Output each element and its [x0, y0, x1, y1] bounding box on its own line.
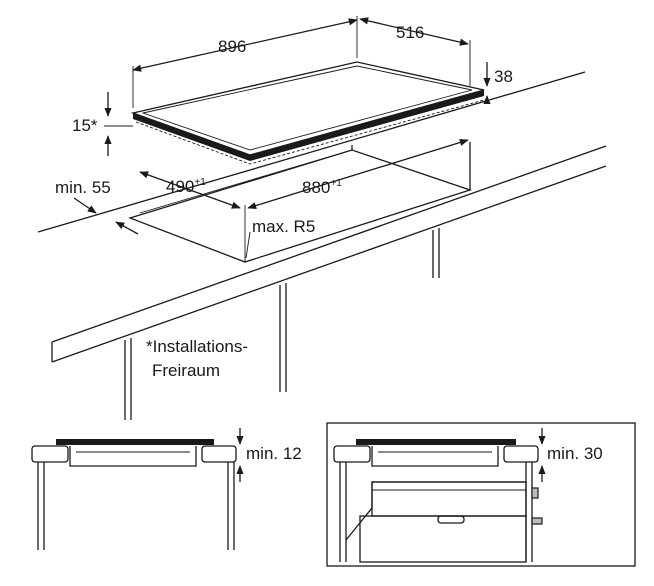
hob-top-view — [130, 61, 485, 165]
footnote: *Installations- Freiraum — [146, 337, 248, 380]
label-896: 896 — [218, 37, 246, 56]
label-min-55: min. 55 — [55, 178, 111, 197]
label-min-30: min. 30 — [547, 444, 603, 463]
dimension-15: 15* — [72, 92, 133, 156]
dimension-896: 896 — [132, 16, 358, 108]
note-line-1: *Installations- — [146, 337, 248, 356]
cabinet-legs — [124, 228, 440, 420]
note-line-2: Freiraum — [152, 361, 220, 380]
label-490: 490+1 — [166, 177, 206, 196]
label-38: 38 — [494, 67, 513, 86]
dimension-516: 516 — [359, 17, 471, 86]
label-min-12: min. 12 — [246, 444, 302, 463]
section-detail-min-12: min. 12 — [31, 428, 302, 550]
dimension-490: 490+1 — [139, 171, 241, 209]
label-880: 880+1 — [302, 178, 342, 197]
label-516: 516 — [396, 23, 424, 42]
dimension-min-55: min. 55 — [55, 178, 139, 235]
label-max-r5: max. R5 — [252, 217, 315, 236]
label-15: 15* — [72, 116, 98, 135]
dimension-880: 880+1 — [247, 138, 469, 210]
countertop-cutout — [128, 142, 473, 263]
section-detail-min-30: min. 30 — [326, 422, 636, 567]
radius-note: max. R5 — [245, 217, 315, 259]
dimension-38: 38 — [483, 62, 513, 105]
